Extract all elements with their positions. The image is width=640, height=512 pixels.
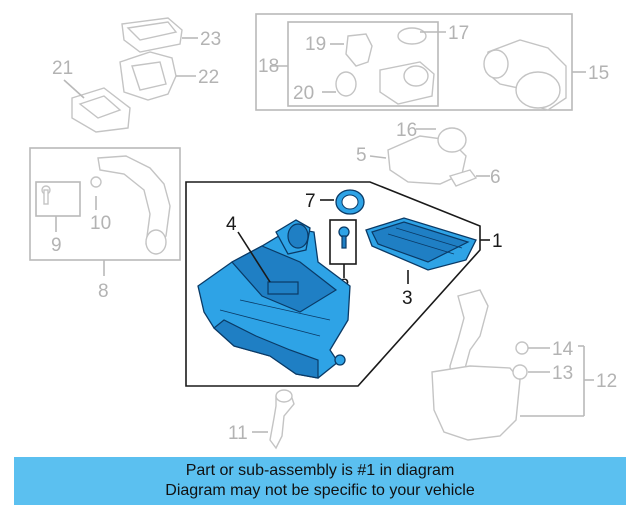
drain-hose-part: [269, 389, 295, 450]
sensor-group: [335, 27, 435, 105]
reservoir-group: [431, 289, 529, 441]
callout-9: 9: [51, 235, 62, 256]
callout-16: 16: [396, 120, 417, 141]
callout-21: 21: [52, 58, 73, 79]
filter-element-part: [365, 217, 477, 271]
callout-17: 17: [448, 23, 469, 44]
notice-banner: Part or sub-assembly is #1 in diagram Di…: [14, 457, 626, 505]
callout-6: 6: [490, 167, 501, 188]
callout-13: 13: [552, 363, 573, 384]
callout-10: 10: [90, 213, 111, 234]
callout-19: 19: [305, 34, 326, 55]
callout-7: 7: [305, 191, 316, 212]
intake-tube-group: [41, 155, 171, 255]
air-cleaner-housing-part: [197, 219, 351, 379]
callout-23: 23: [200, 29, 221, 50]
callout-15: 15: [588, 63, 609, 84]
callout-11: 11: [228, 423, 248, 444]
notice-line-2: Diagram may not be specific to your vehi…: [165, 482, 475, 499]
callout-12: 12: [596, 371, 617, 392]
callout-8: 8: [98, 281, 109, 302]
callout-22: 22: [198, 67, 219, 88]
callout-20: 20: [293, 83, 314, 104]
callout-5: 5: [356, 145, 367, 166]
callout-3: 3: [402, 288, 413, 309]
parts-diagram: 23 22 21 17 19 20 18 15 16 5 6: [29, 13, 617, 450]
callout-4: 4: [226, 214, 237, 235]
notice-line-1: Part or sub-assembly is #1 in diagram: [185, 462, 455, 479]
callout-1: 1: [492, 231, 503, 252]
duct-group: [387, 127, 478, 187]
callout-18: 18: [258, 56, 279, 77]
callout-14: 14: [552, 339, 574, 360]
resonator-group: [71, 17, 183, 133]
intake-hose-group: [483, 39, 567, 111]
